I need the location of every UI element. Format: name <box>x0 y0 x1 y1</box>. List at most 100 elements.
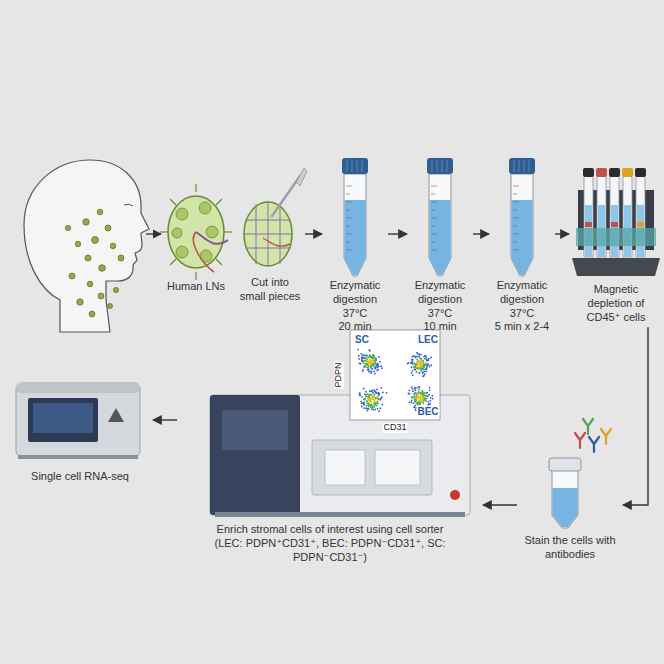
plot-dot <box>375 397 377 399</box>
plot-dot <box>415 399 417 401</box>
plot-dot <box>413 394 415 396</box>
plot-dot <box>407 363 409 365</box>
step-label: 37°C <box>325 307 385 321</box>
plot-dot <box>370 401 372 403</box>
plot-dot <box>414 389 416 391</box>
plot-dot <box>374 363 376 365</box>
plot-dot <box>429 387 431 389</box>
plot-dot <box>421 368 423 370</box>
plot-dot <box>365 391 367 393</box>
plot-dot <box>423 394 425 396</box>
plot-dot <box>419 386 421 388</box>
plot-dot <box>432 398 434 400</box>
plot-dot <box>369 404 371 406</box>
plot-dot <box>413 366 415 368</box>
plot-dot <box>423 398 425 400</box>
plot-dot <box>373 360 375 362</box>
plot-dot <box>363 399 365 401</box>
plot-dot <box>379 361 381 363</box>
sequencing-step: Single cell RNA-seq <box>10 370 150 484</box>
depletion-step: Magnetic depletion of CD45⁺ cells <box>572 155 660 324</box>
plot-dot <box>420 362 422 364</box>
plot-dot <box>419 396 421 398</box>
plot-dot <box>375 359 377 361</box>
plot-dot <box>416 387 418 389</box>
plot-dot <box>359 394 361 396</box>
plot-dot <box>378 393 380 395</box>
plot-dot <box>363 355 365 357</box>
plot-dot <box>411 386 413 388</box>
plot-dot <box>362 360 364 362</box>
plot-dot <box>360 353 362 355</box>
plot-dot <box>429 366 431 368</box>
plot-dot <box>366 395 368 397</box>
flow-arrow <box>305 233 322 234</box>
plot-dot <box>367 355 369 357</box>
plot-dot <box>430 397 432 399</box>
step-label: Enzymatic digestion <box>410 279 470 307</box>
step-label: Single cell RNA-seq <box>10 470 150 484</box>
plot-dot <box>408 393 410 395</box>
plot-dot <box>418 386 420 388</box>
axis-label: PDPN <box>334 361 344 388</box>
plot-dot <box>421 365 423 367</box>
plot-dot <box>417 363 419 365</box>
plot-dot <box>368 349 370 351</box>
plot-dot <box>362 360 364 362</box>
plot-dot <box>417 363 419 365</box>
plot-dot <box>363 407 365 409</box>
plot-dot <box>369 360 371 362</box>
plot-dot <box>413 406 415 408</box>
plot-dot <box>370 391 372 393</box>
plot-dot <box>426 398 428 400</box>
plot-dot <box>364 397 366 399</box>
plot-dot <box>415 391 417 393</box>
plot-dot <box>358 355 360 357</box>
plot-dot <box>415 364 417 366</box>
plot-dot <box>358 362 360 364</box>
plot-dot <box>412 362 414 364</box>
plot-dot <box>361 356 363 358</box>
plot-dot <box>420 393 422 395</box>
step-label: 5 min x 2-4 <box>492 320 552 334</box>
plot-dot <box>409 401 411 403</box>
head-silhouette <box>24 160 161 332</box>
plot-dot <box>414 366 416 368</box>
plot-dot <box>409 389 411 391</box>
plot-dot <box>358 358 360 360</box>
plot-dot <box>370 372 372 374</box>
plot-dot <box>411 396 413 398</box>
plot-dot <box>372 397 374 399</box>
plot-dot <box>373 398 375 400</box>
cutting-step: Cut into small pieces <box>238 180 302 304</box>
plot-dot <box>365 408 367 410</box>
sorting-step: Enrich stromal cells of interest using c… <box>180 325 480 564</box>
flow-arrow <box>153 419 177 420</box>
plot-dot <box>381 396 383 398</box>
plot-dot <box>361 396 363 398</box>
plot-dot <box>378 410 380 412</box>
plot-dot <box>368 355 370 357</box>
plot-dot <box>426 364 428 366</box>
plot-dot <box>371 363 373 365</box>
plot-dot <box>414 369 416 371</box>
plot-dot <box>368 408 370 410</box>
plot-dot <box>377 408 379 410</box>
plot-dot <box>413 395 415 397</box>
plot-dot <box>429 403 431 405</box>
plot-dot <box>423 395 425 397</box>
step-label: 10 min <box>410 320 470 334</box>
conical-tube <box>427 158 453 276</box>
plot-dot <box>429 389 431 391</box>
step-label: Human LNs <box>160 280 232 294</box>
plot-dot <box>423 360 425 362</box>
plot-dot <box>413 402 415 404</box>
plot-dot <box>423 375 425 377</box>
lymph-node-drawing <box>160 184 232 280</box>
plot-dot <box>363 398 365 400</box>
plot-dot <box>361 406 363 408</box>
plot-dot <box>372 363 374 365</box>
plot-dot <box>419 372 421 374</box>
plot-dot <box>363 403 365 405</box>
plot-dot <box>363 357 365 359</box>
